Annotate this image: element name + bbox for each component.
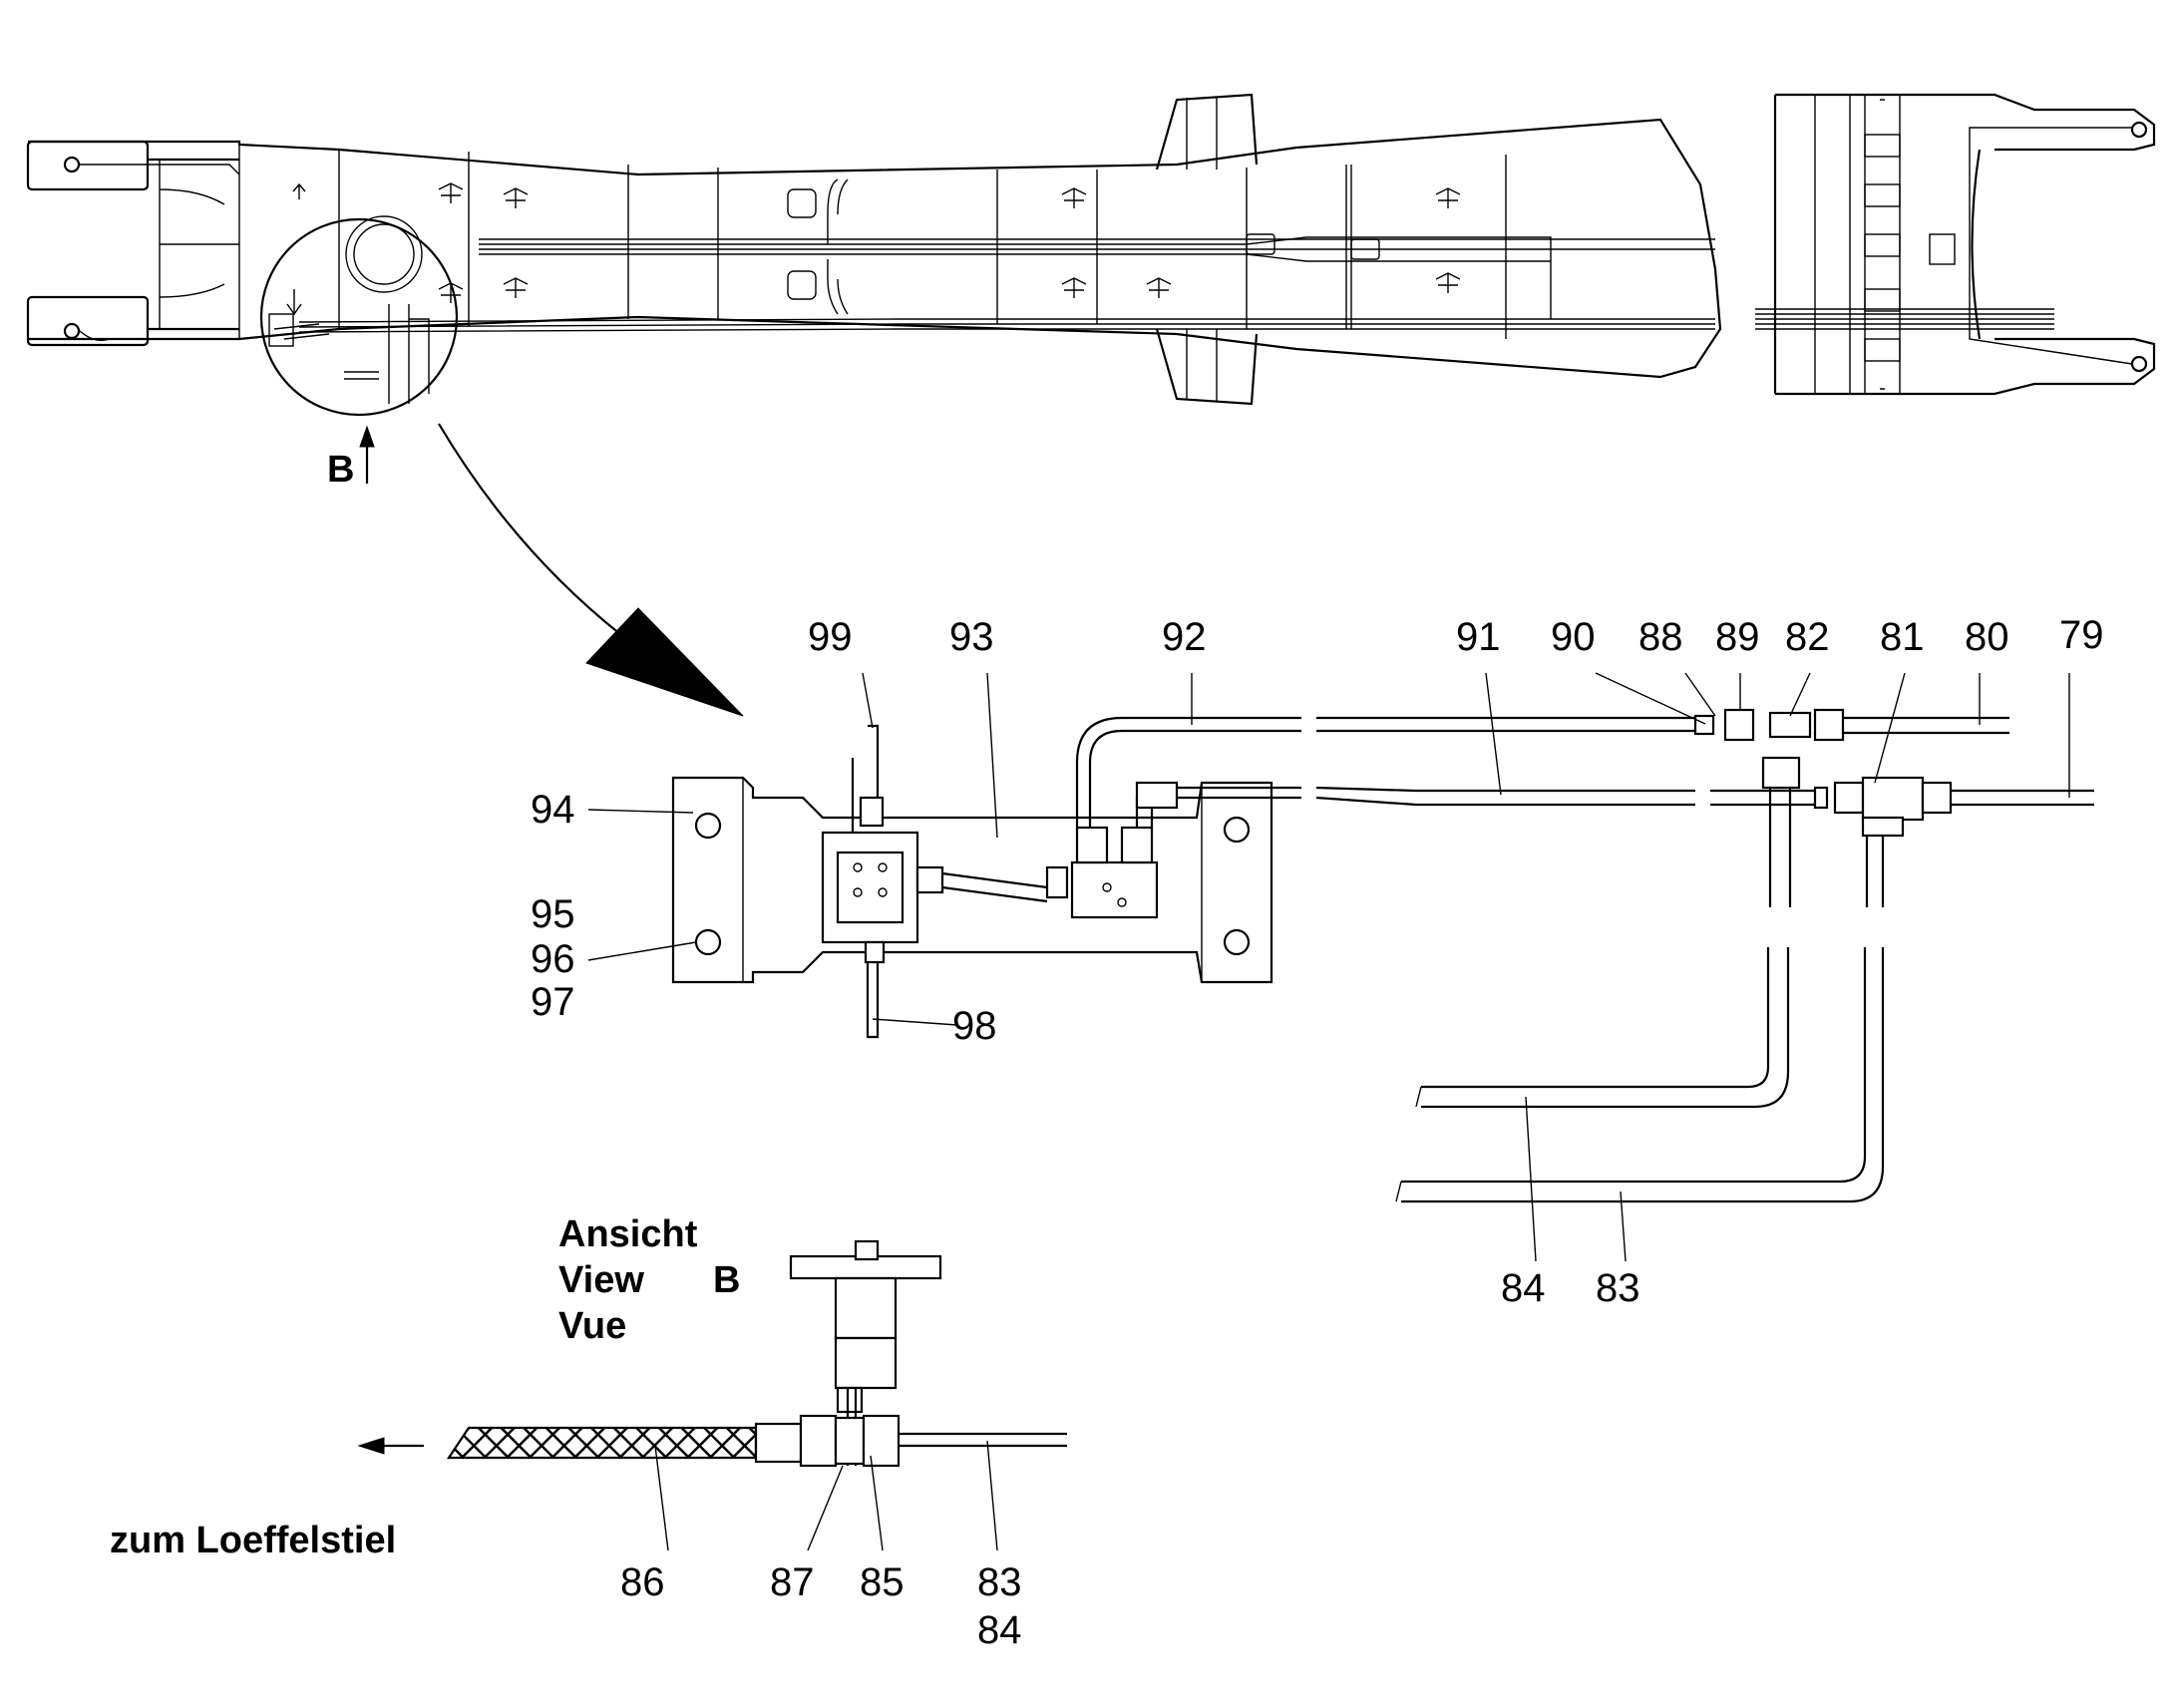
view-label-letter: B xyxy=(713,1259,740,1301)
callout-79: 79 xyxy=(2059,613,2104,657)
direction-label: zum Loeffelstiel xyxy=(110,1520,396,1561)
boom-right-end xyxy=(1755,93,2156,396)
callout-80: 80 xyxy=(1965,615,2009,659)
callout-88: 88 xyxy=(1638,615,1683,659)
view-b-title: Ansicht View B Vue xyxy=(558,1213,740,1347)
view-label-vue: Vue xyxy=(558,1305,626,1347)
leader-lines xyxy=(587,672,2070,1551)
callout-labels: 99 93 92 91 90 88 89 82 81 80 79 94 95 9… xyxy=(531,613,2104,1652)
callout-93: 93 xyxy=(949,615,994,659)
callout-95: 95 xyxy=(531,892,575,936)
callout-83-view-b: 83 xyxy=(977,1560,1022,1604)
view-b-detail xyxy=(357,1239,1067,1468)
boom-overview: B xyxy=(26,93,1722,717)
callout-84-view-b: 84 xyxy=(977,1608,1022,1652)
callout-91: 91 xyxy=(1456,615,1501,659)
callout-86: 86 xyxy=(620,1560,665,1604)
callout-87: 87 xyxy=(770,1560,815,1604)
callout-82: 82 xyxy=(1785,615,1830,659)
callout-84-detail: 84 xyxy=(1501,1266,1546,1310)
callout-97: 97 xyxy=(531,980,575,1024)
callout-85: 85 xyxy=(860,1560,905,1604)
detail-valve-assembly xyxy=(671,708,2094,1203)
callout-81: 81 xyxy=(1880,615,1925,659)
callout-98: 98 xyxy=(952,1004,997,1048)
view-marker-b: B xyxy=(327,449,354,491)
callout-94: 94 xyxy=(531,788,575,832)
callout-83-detail: 83 xyxy=(1596,1266,1640,1310)
callout-99: 99 xyxy=(808,615,853,659)
callout-92: 92 xyxy=(1162,615,1207,659)
view-label-ansicht: Ansicht xyxy=(558,1213,698,1255)
view-label-view: View xyxy=(558,1259,644,1301)
callout-89: 89 xyxy=(1715,615,1760,659)
callout-96: 96 xyxy=(531,937,575,981)
callout-90: 90 xyxy=(1551,615,1596,659)
